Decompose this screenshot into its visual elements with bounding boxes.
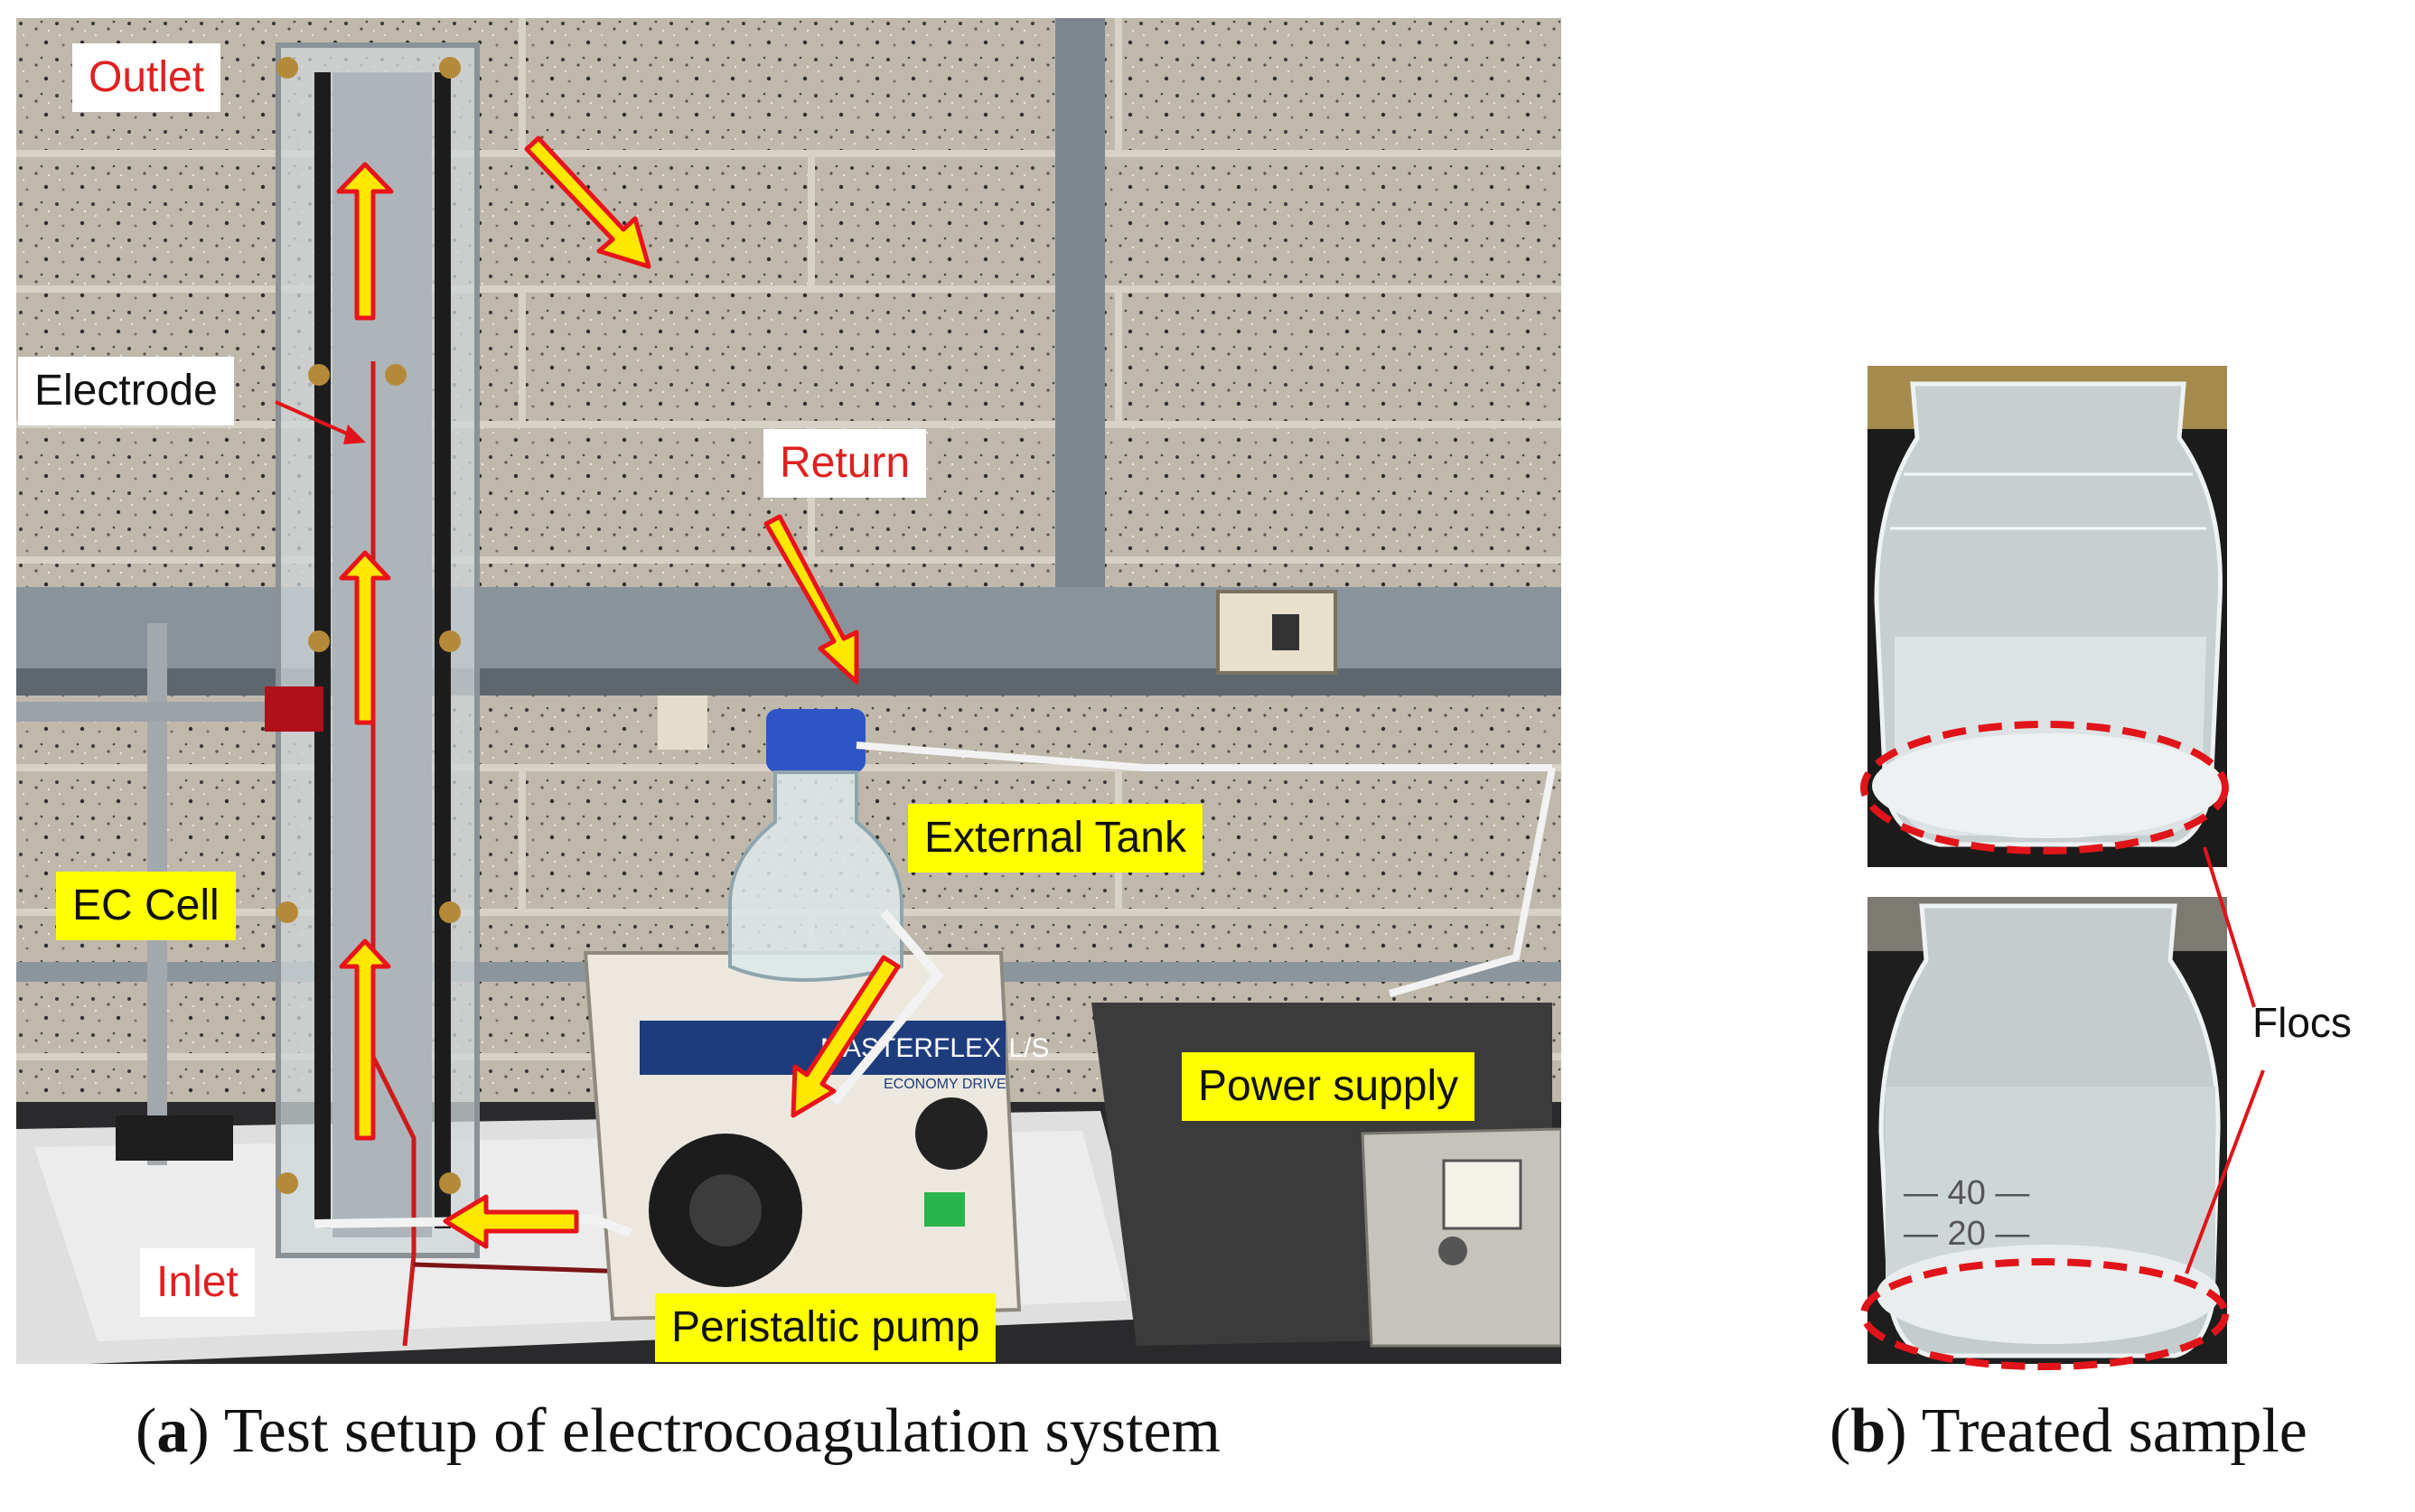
treated-sample-photo-bottom: — 40 — — 20 —	[1867, 897, 2227, 1364]
svg-text:MASTERFLEX L/S: MASTERFLEX L/S	[820, 1033, 1049, 1063]
treated-sample-photo-top	[1867, 366, 2227, 867]
inlet-label: Inlet	[140, 1248, 255, 1317]
caption-a-text: Test setup of electrocoagulation system	[209, 1396, 1221, 1466]
caption-a: (a) Test setup of electrocoagulation sys…	[136, 1396, 1221, 1466]
ec-cell-label: EC Cell	[56, 872, 236, 940]
power-supply-label: Power supply	[1182, 1052, 1475, 1121]
electrode-label: Electrode	[18, 357, 234, 425]
return-label: Return	[763, 429, 927, 498]
caption-a-letter: a	[156, 1396, 189, 1466]
outlet-label: Outlet	[72, 43, 221, 112]
svg-text:ECONOMY DRIVE: ECONOMY DRIVE	[884, 1077, 1006, 1092]
flocs-label: Flocs	[2252, 999, 2352, 1046]
caption-b: (b) Treated sample	[1830, 1396, 2307, 1466]
external-tank-label: External Tank	[908, 804, 1203, 873]
caption-b-letter: b	[1850, 1396, 1886, 1466]
peristaltic-pump-label: Peristaltic pump	[655, 1293, 997, 1362]
caption-b-text: Treated sample	[1906, 1396, 2307, 1466]
svg-text:— 40 —: — 40 —	[1904, 1174, 2029, 1212]
setup-photo: MASTERFLEX L/S ECONOMY DRIVE	[16, 18, 1561, 1364]
